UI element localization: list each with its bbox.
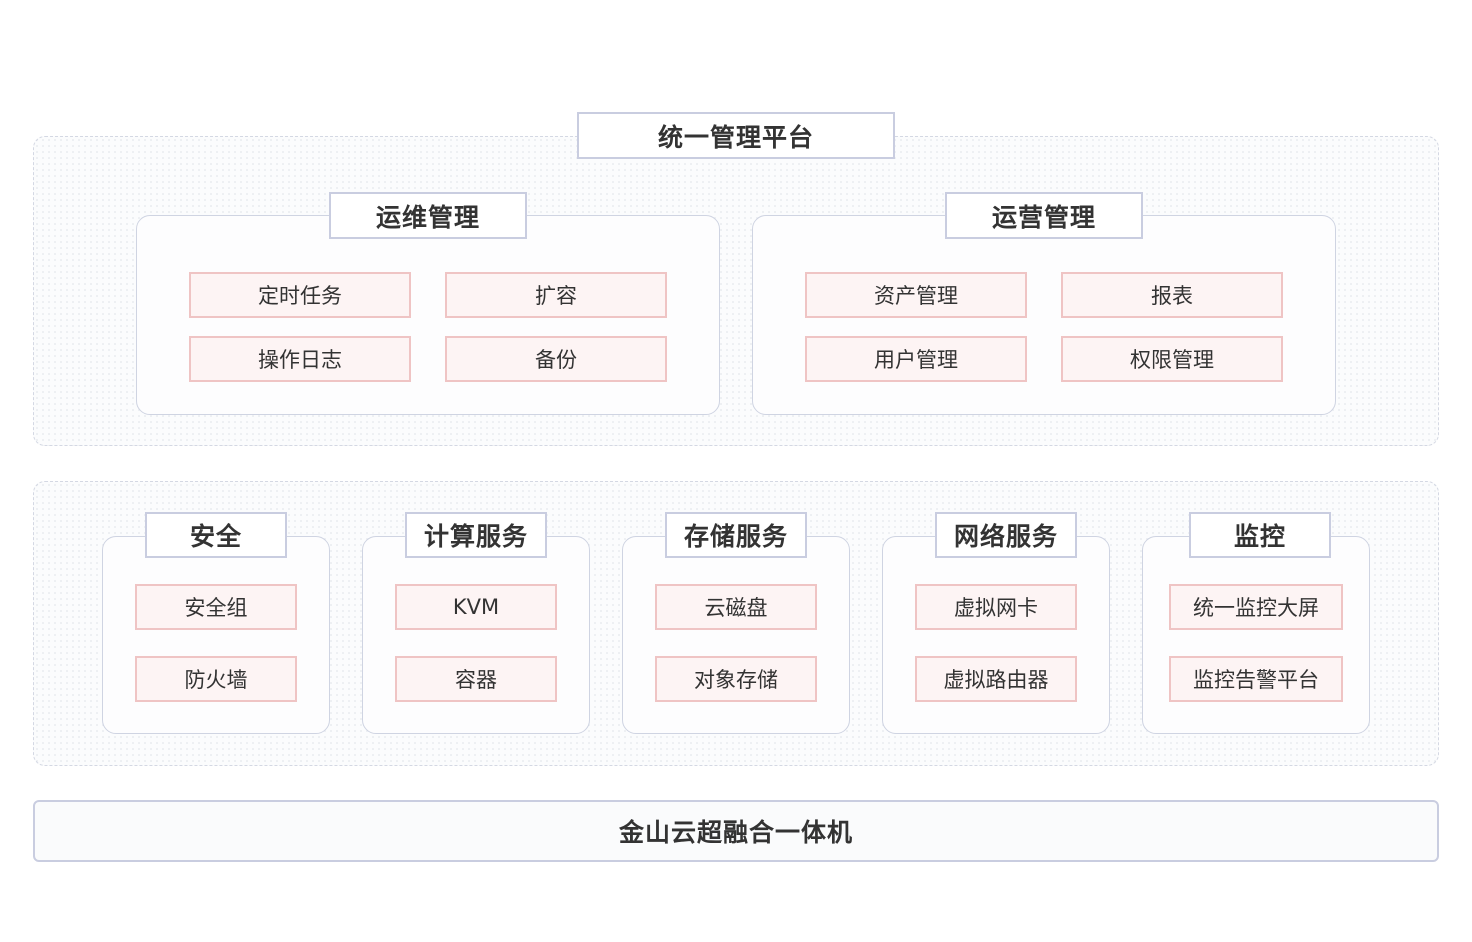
item-scale-out: 扩容 (445, 272, 667, 318)
item-firewall: 防火墙 (135, 656, 297, 702)
item-reports: 报表 (1061, 272, 1283, 318)
compute-group (362, 536, 590, 734)
monitoring-title: 监控 (1189, 512, 1331, 558)
item-scheduled-tasks: 定时任务 (189, 272, 411, 318)
item-security-group: 安全组 (135, 584, 297, 630)
item-object-storage: 对象存储 (655, 656, 817, 702)
item-kvm: KVM (395, 584, 557, 630)
network-title: 网络服务 (935, 512, 1077, 558)
security-title: 安全 (145, 512, 287, 558)
item-permission-management: 权限管理 (1061, 336, 1283, 382)
compute-title: 计算服务 (405, 512, 547, 558)
item-virtual-nic: 虚拟网卡 (915, 584, 1077, 630)
item-virtual-router: 虚拟路由器 (915, 656, 1077, 702)
item-alert-platform: 监控告警平台 (1169, 656, 1343, 702)
ops-management-title: 运维管理 (329, 192, 527, 239)
item-backup: 备份 (445, 336, 667, 382)
base-appliance-bar: 金山云超融合一体机 (33, 800, 1439, 862)
item-user-management: 用户管理 (805, 336, 1027, 382)
item-operation-log: 操作日志 (189, 336, 411, 382)
storage-title: 存储服务 (665, 512, 807, 558)
item-asset-management: 资产管理 (805, 272, 1027, 318)
monitoring-group (1142, 536, 1370, 734)
platform-title: 统一管理平台 (577, 112, 895, 159)
item-container: 容器 (395, 656, 557, 702)
item-cloud-disk: 云磁盘 (655, 584, 817, 630)
storage-group (622, 536, 850, 734)
item-monitoring-dashboard: 统一监控大屏 (1169, 584, 1343, 630)
biz-management-title: 运营管理 (945, 192, 1143, 239)
security-group (102, 536, 330, 734)
network-group (882, 536, 1110, 734)
